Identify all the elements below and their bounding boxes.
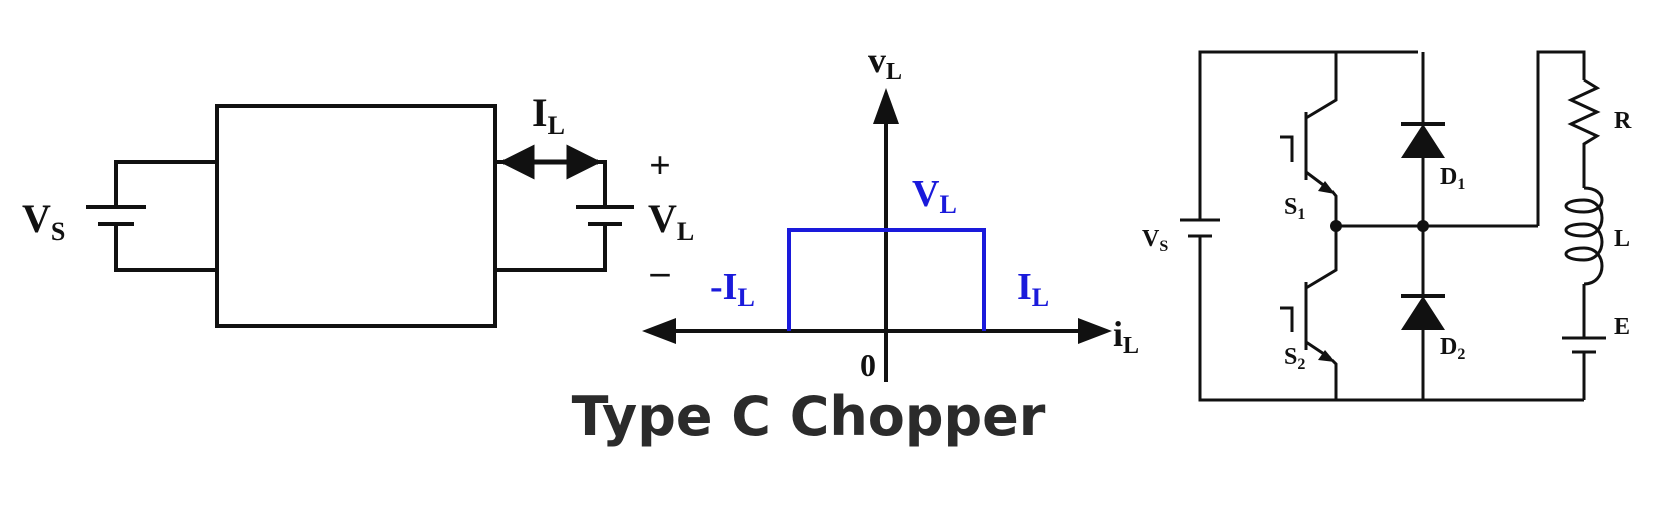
source-wire-bottom bbox=[114, 222, 219, 272]
vs-label: VS bbox=[22, 196, 65, 246]
diagram-title: Type C Chopper bbox=[0, 385, 1655, 448]
source-wire-top bbox=[114, 160, 219, 209]
vl-label: VL bbox=[648, 196, 694, 246]
diagram-title-text: Type C Chopper bbox=[571, 385, 1046, 448]
y-axis-label: vL bbox=[868, 40, 902, 85]
top-vl-label: VL bbox=[912, 173, 957, 219]
r-label: R bbox=[1614, 108, 1632, 134]
y-axis-arrowhead bbox=[873, 88, 899, 124]
switch-leg-mid bbox=[1305, 226, 1338, 290]
x-axis-right-arrowhead bbox=[1078, 318, 1112, 344]
block-diagram: VS IL VL + – bbox=[22, 90, 694, 328]
d1-label: D1 bbox=[1440, 164, 1465, 193]
switch-s2 bbox=[1280, 282, 1338, 400]
circuit-bottom-wire bbox=[1198, 236, 1584, 402]
d2-label: D2 bbox=[1440, 334, 1465, 363]
inductor-l bbox=[1564, 186, 1604, 286]
plus-sign: + bbox=[649, 145, 671, 187]
quadrant-plot: vL iL 0 VL -IL IL bbox=[642, 40, 1139, 383]
load-wire-top bbox=[493, 160, 607, 209]
s2-label: S2 bbox=[1284, 344, 1305, 373]
negative-il-label: -IL bbox=[710, 266, 755, 312]
load-connection-wire bbox=[1536, 50, 1586, 226]
switch-junction-dot bbox=[1330, 220, 1342, 232]
positive-il-label: IL bbox=[1017, 266, 1049, 312]
chopper-block bbox=[215, 104, 497, 328]
x-axis-left-arrowhead bbox=[642, 318, 676, 344]
minus-sign: – bbox=[650, 251, 671, 293]
switch-leg-top bbox=[1305, 52, 1338, 120]
l-label: L bbox=[1614, 226, 1630, 252]
switch-s1 bbox=[1280, 112, 1338, 226]
diode-d2 bbox=[1401, 294, 1445, 330]
load-wire-bottom bbox=[493, 222, 607, 272]
il-label: IL bbox=[532, 90, 565, 140]
operating-region bbox=[787, 228, 986, 331]
e-label: E bbox=[1614, 314, 1630, 340]
type-c-circuit: VS S1 S2 D1 D2 R L E bbox=[1142, 50, 1632, 402]
resistor-r bbox=[1567, 78, 1601, 188]
x-axis-label: iL bbox=[1113, 314, 1139, 359]
diode-junction-dot bbox=[1417, 220, 1429, 232]
circuit-vs-label: VS bbox=[1142, 226, 1168, 255]
s1-label: S1 bbox=[1284, 194, 1305, 223]
origin-label: 0 bbox=[860, 347, 876, 383]
diode-d1 bbox=[1401, 122, 1445, 158]
circuit-top-wire bbox=[1198, 50, 1418, 220]
